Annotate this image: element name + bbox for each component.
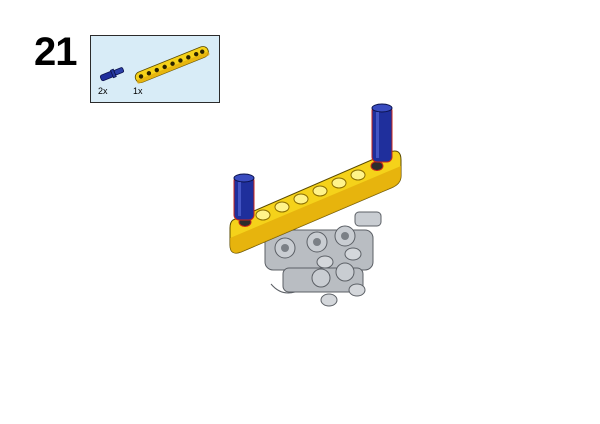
beam-part-icon — [134, 46, 210, 84]
axle-pin-count: 2x — [98, 86, 108, 96]
parts-callout: 2x 1x — [90, 35, 220, 103]
blue-pin-right — [371, 103, 393, 163]
connector-assembly — [264, 211, 382, 307]
yellow-beam — [229, 150, 402, 254]
blue-pin-left — [233, 173, 255, 221]
beam-count: 1x — [133, 86, 143, 96]
assembly-illustration — [229, 103, 402, 307]
step-number: 21 — [34, 30, 77, 74]
axle-pin-part-icon — [99, 67, 125, 82]
